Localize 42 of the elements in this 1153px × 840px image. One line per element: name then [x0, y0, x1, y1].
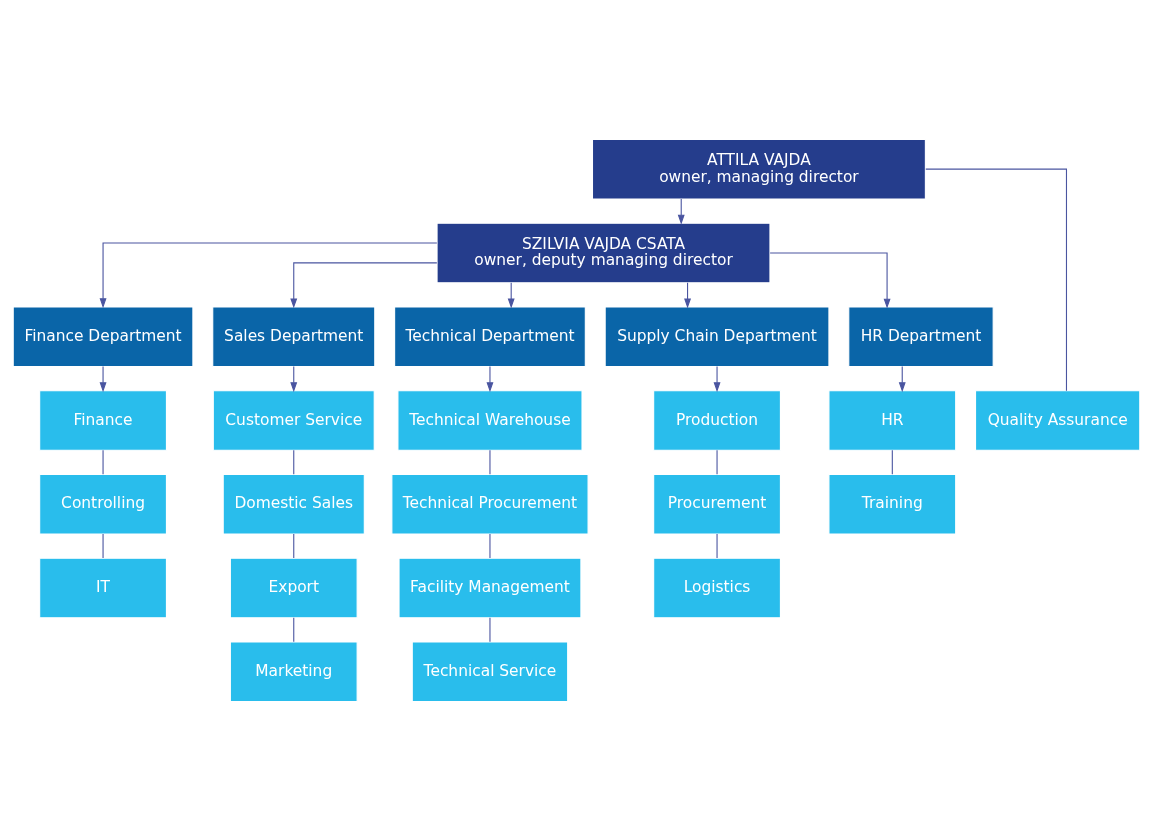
arrow [486, 365, 494, 392]
arrow [99, 242, 438, 308]
node-box: Export [229, 557, 358, 618]
node-box: HR Department [848, 305, 994, 367]
node-box: Finance [39, 389, 167, 451]
node-box: Supply Chain Department [604, 305, 830, 367]
node-box: HR [828, 389, 957, 451]
connector [716, 533, 718, 559]
connector [102, 449, 104, 475]
node-box: Technical Department [394, 305, 586, 367]
connector [489, 616, 491, 642]
connector [293, 616, 295, 642]
node-box: Finance Department [12, 305, 194, 367]
connector [293, 449, 295, 475]
node-box: Production [653, 389, 781, 451]
connector [102, 533, 104, 559]
node-box: Technical Service [411, 641, 569, 702]
node-box: Training [828, 473, 957, 535]
arrow [713, 365, 721, 392]
node-box: SZILVIA VAJDA CSATA owner, deputy managing director [436, 222, 771, 283]
arrow [99, 365, 107, 392]
node-box: Logistics [653, 557, 781, 618]
node-box: Facility Management [398, 557, 582, 618]
connector [489, 533, 491, 559]
arrow [290, 261, 438, 308]
arrow [769, 251, 891, 309]
node-box: Quality Assurance [975, 389, 1141, 451]
node-box: Controlling [39, 473, 167, 535]
connector [489, 449, 491, 475]
node-box: IT [39, 557, 167, 618]
node-box: ATTILA VAJDA owner, managing director [591, 138, 926, 199]
node-box: Marketing [229, 641, 358, 702]
node-box: Sales Department [212, 305, 376, 367]
connector [293, 533, 295, 559]
connector [891, 449, 893, 475]
node-box: Customer Service [212, 389, 375, 451]
node-box: Domestic Sales [222, 473, 365, 535]
node-box: Technical Procurement [391, 473, 589, 535]
node-box: Procurement [653, 473, 781, 535]
connector [716, 449, 718, 475]
connector [925, 168, 1068, 391]
node-box: Technical Warehouse [397, 389, 583, 451]
